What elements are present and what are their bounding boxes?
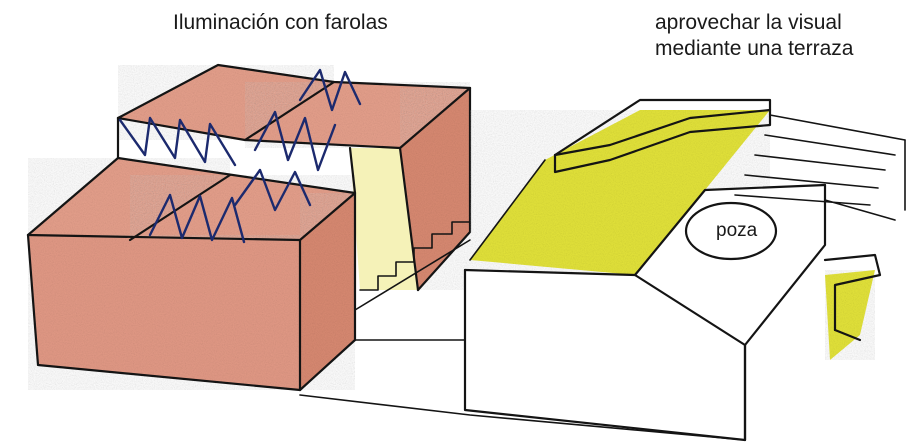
- back-box-inner: [350, 148, 418, 290]
- front-box-top: [28, 158, 230, 240]
- front-box-face: [28, 235, 300, 390]
- terrace-annotation: aprovechar la visual mediante una terraz…: [655, 10, 853, 62]
- back-box-front: [400, 88, 470, 290]
- terrace-top-slab: [465, 185, 825, 345]
- brick-block: [26, 63, 472, 392]
- terrace-yellow-floor: [470, 110, 770, 275]
- front-box-side: [300, 193, 355, 390]
- back-box-top-right: [245, 82, 470, 148]
- terrace-block: [299, 98, 906, 442]
- lower-yellow-floor: [825, 270, 875, 360]
- terrace-annotation-line2: mediante una terraza: [655, 37, 854, 60]
- back-box-top: [118, 65, 334, 140]
- lighting-annotation: Iluminación con farolas: [173, 11, 388, 34]
- lamp-lines: [118, 68, 362, 244]
- pool-outline: [684, 201, 778, 261]
- front-box-top-right: [130, 175, 355, 240]
- pool-label: poza: [716, 220, 758, 241]
- terrace-annotation-line1: aprovechar la visual: [655, 11, 842, 34]
